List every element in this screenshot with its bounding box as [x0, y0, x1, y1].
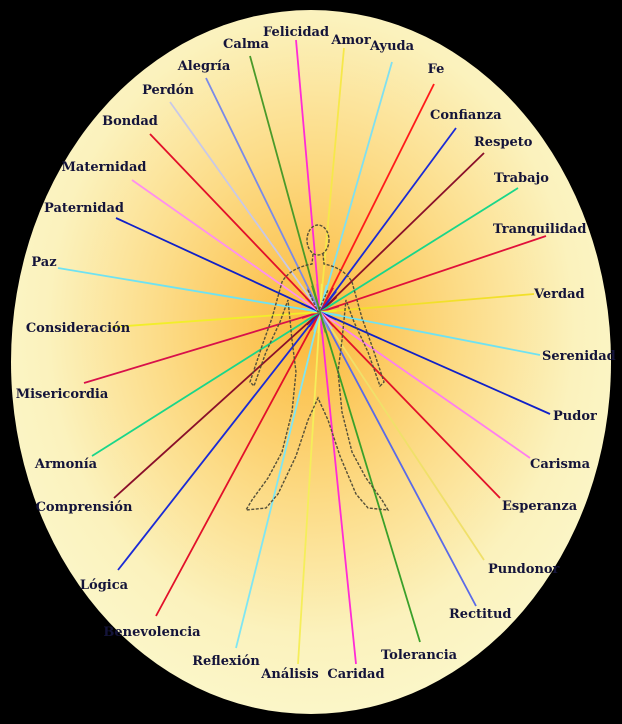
virtue-label: Alegría — [177, 59, 231, 74]
virtue-label: Análisis — [260, 667, 318, 682]
ray-line — [205, 77, 330, 332]
virtue-label: Calma — [223, 37, 269, 52]
virtue-label: Tolerancia — [381, 648, 458, 663]
virtue-label: Felicidad — [263, 25, 329, 40]
virtue-label: Ayuda — [369, 39, 415, 54]
virtue-label: Caridad — [327, 667, 384, 682]
ray-line — [169, 101, 333, 330]
virtue-label: Paternidad — [44, 201, 124, 216]
virtue-label: Fe — [428, 62, 445, 77]
virtue-label: Consideración — [26, 321, 131, 336]
ray-line — [316, 283, 357, 665]
ray-line — [117, 290, 337, 571]
human-figure-icon — [244, 224, 390, 511]
ray-line — [301, 303, 551, 415]
ray-line — [302, 299, 531, 459]
ray-line — [302, 293, 535, 315]
virtue-label: Respeto — [474, 135, 533, 150]
rays-group — [57, 39, 551, 665]
virtue-label: Verdad — [533, 287, 585, 302]
ray-line — [155, 287, 334, 617]
ray-line — [306, 291, 485, 561]
virtue-label: Tranquilidad — [493, 222, 586, 237]
virtue-label: Pundonor — [488, 562, 560, 577]
ray-line — [306, 288, 477, 607]
ray-line — [304, 296, 501, 499]
virtue-label: Maternidad — [62, 160, 147, 175]
ray-line — [149, 133, 335, 327]
ray-line — [111, 309, 337, 328]
ray-line — [306, 152, 485, 326]
ray-line — [311, 285, 421, 643]
virtue-label: Carisma — [530, 457, 591, 472]
ray-line — [57, 267, 342, 317]
virtue-label: Serenidad — [542, 349, 616, 364]
virtue-label: Comprensión — [36, 500, 133, 515]
virtue-label: Amor — [330, 33, 371, 48]
ray-line — [297, 283, 323, 665]
ray-line — [83, 305, 340, 384]
ray-line — [131, 179, 336, 324]
virtue-label: Benevolencia — [103, 625, 201, 640]
ray-line — [302, 307, 541, 356]
oval-backdrop — [11, 10, 611, 714]
ray-line — [91, 299, 339, 457]
virtue-label: Lógica — [80, 578, 129, 593]
virtue-label: Pudor — [553, 409, 597, 424]
ray-line — [303, 187, 519, 323]
virtue-label: Armonía — [34, 457, 98, 472]
ray-line — [115, 217, 337, 321]
virtue-label: Misericordia — [16, 387, 109, 402]
virtue-label: Confianza — [430, 108, 502, 123]
ray-line — [113, 296, 338, 499]
virtue-label: Paz — [31, 255, 56, 270]
virtue-label: Reflexión — [192, 654, 260, 669]
virtue-label: Trabajo — [494, 171, 549, 186]
ray-line — [235, 284, 328, 649]
ray-line — [301, 235, 547, 319]
virtue-label: Esperanza — [502, 499, 578, 514]
virtue-label: Perdón — [142, 83, 194, 98]
virtue-label: Rectitud — [449, 607, 511, 622]
ray-line — [313, 61, 393, 333]
virtue-label: Bondad — [102, 114, 158, 129]
ray-line — [249, 55, 327, 333]
